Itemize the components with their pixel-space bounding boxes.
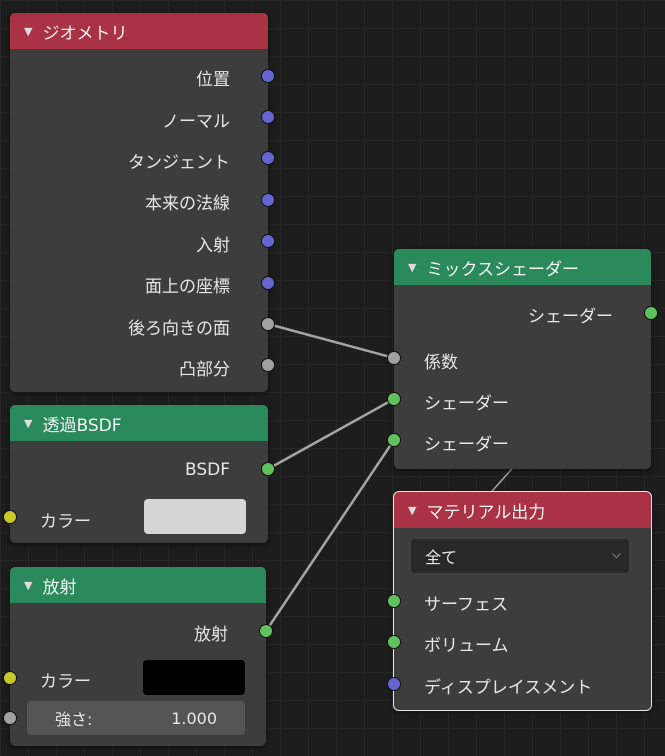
socket-pointiness[interactable]	[261, 358, 275, 372]
link-bsdf-to-shader1[interactable]	[267, 397, 395, 471]
input-shader-1: シェーダー	[424, 394, 509, 414]
output-parametric: 面上の座標	[145, 277, 230, 297]
color-swatch[interactable]	[143, 660, 245, 695]
target-value: 全て	[425, 548, 458, 567]
geometry-node-title: ジオメトリ	[42, 23, 128, 44]
material-output-node-header[interactable]: ▼ マテリアル出力	[394, 492, 651, 528]
emission-node-header[interactable]: ▼ 放射	[10, 567, 266, 603]
socket-incoming[interactable]	[261, 234, 275, 248]
color-label: カラー	[40, 672, 91, 692]
socket-fac[interactable]	[387, 351, 401, 365]
socket-surface[interactable]	[387, 594, 401, 608]
mix-shader-node-header[interactable]: ▼ ミックスシェーダー	[394, 249, 651, 285]
socket-bsdf[interactable]	[261, 462, 275, 476]
output-position: 位置	[196, 70, 230, 90]
color-label: カラー	[40, 512, 91, 532]
socket-shader-2[interactable]	[387, 433, 401, 447]
material-output-node-title: マテリアル出力	[426, 502, 546, 523]
strength-label: 強さ:	[55, 710, 93, 729]
emission-node[interactable]: ▼ 放射 放射 カラー 強さ: 1.000	[10, 567, 266, 746]
collapse-arrow-icon[interactable]: ▼	[24, 24, 33, 38]
chevron-down-icon: ⌵	[611, 547, 621, 561]
collapse-arrow-icon[interactable]: ▼	[408, 503, 417, 517]
output-pointiness: 凸部分	[179, 360, 230, 380]
geometry-node[interactable]: ▼ ジオメトリ 位置 ノーマル タンジェント 本来の法線 入射 面上の座標 後ろ…	[10, 13, 268, 392]
output-backfacing: 後ろ向きの面	[128, 319, 230, 339]
target-dropdown[interactable]: 全て ⌵	[411, 539, 629, 573]
transparent-bsdf-node[interactable]: ▼ 透過BSDF BSDF カラー	[10, 405, 268, 543]
strength-value: 1.000	[171, 708, 217, 728]
link-emission-to-shader2[interactable]	[264, 439, 396, 632]
transparent-bsdf-node-title: 透過BSDF	[42, 415, 122, 436]
output-tangent: タンジェント	[128, 153, 230, 173]
input-displacement: ディスプレイスメント	[424, 678, 593, 698]
socket-mix-output[interactable]	[644, 306, 658, 320]
socket-emission-color[interactable]	[3, 671, 17, 685]
output-incoming: 入射	[196, 236, 230, 256]
socket-normal[interactable]	[261, 110, 275, 124]
output-true-normal: 本来の法線	[145, 194, 230, 214]
output-shader: シェーダー	[528, 307, 613, 327]
socket-strength[interactable]	[3, 711, 17, 725]
emission-node-title: 放射	[42, 577, 77, 598]
geometry-node-header[interactable]: ▼ ジオメトリ	[10, 13, 268, 49]
input-fac: 係数	[424, 353, 458, 373]
socket-parametric[interactable]	[261, 276, 275, 290]
socket-displacement[interactable]	[387, 677, 401, 691]
transparent-bsdf-node-header[interactable]: ▼ 透過BSDF	[10, 405, 268, 441]
material-output-node[interactable]: ▼ マテリアル出力 全て ⌵ サーフェス ボリューム ディスプレイスメント	[393, 491, 652, 711]
collapse-arrow-icon[interactable]: ▼	[24, 578, 33, 592]
output-bsdf: BSDF	[184, 460, 230, 480]
input-surface: サーフェス	[424, 595, 508, 615]
output-normal: ノーマル	[162, 112, 230, 132]
socket-position[interactable]	[261, 69, 275, 83]
strength-slider[interactable]: 強さ: 1.000	[27, 701, 245, 735]
socket-volume[interactable]	[387, 635, 401, 649]
color-swatch[interactable]	[144, 499, 246, 534]
socket-emission[interactable]	[259, 624, 273, 638]
socket-true-normal[interactable]	[261, 193, 275, 207]
mix-shader-node[interactable]: ▼ ミックスシェーダー シェーダー 係数 シェーダー シェーダー	[394, 249, 651, 469]
collapse-arrow-icon[interactable]: ▼	[24, 416, 33, 430]
input-shader-2: シェーダー	[424, 435, 509, 455]
output-emission: 放射	[194, 625, 228, 645]
link-backfacing-to-fac[interactable]	[267, 322, 395, 360]
socket-backfacing[interactable]	[261, 317, 275, 331]
collapse-arrow-icon[interactable]: ▼	[408, 260, 417, 274]
socket-tangent[interactable]	[261, 151, 275, 165]
input-volume: ボリューム	[424, 636, 509, 656]
socket-transparent-color[interactable]	[3, 510, 17, 524]
socket-shader-1[interactable]	[387, 392, 401, 406]
mix-shader-node-title: ミックスシェーダー	[426, 259, 579, 280]
